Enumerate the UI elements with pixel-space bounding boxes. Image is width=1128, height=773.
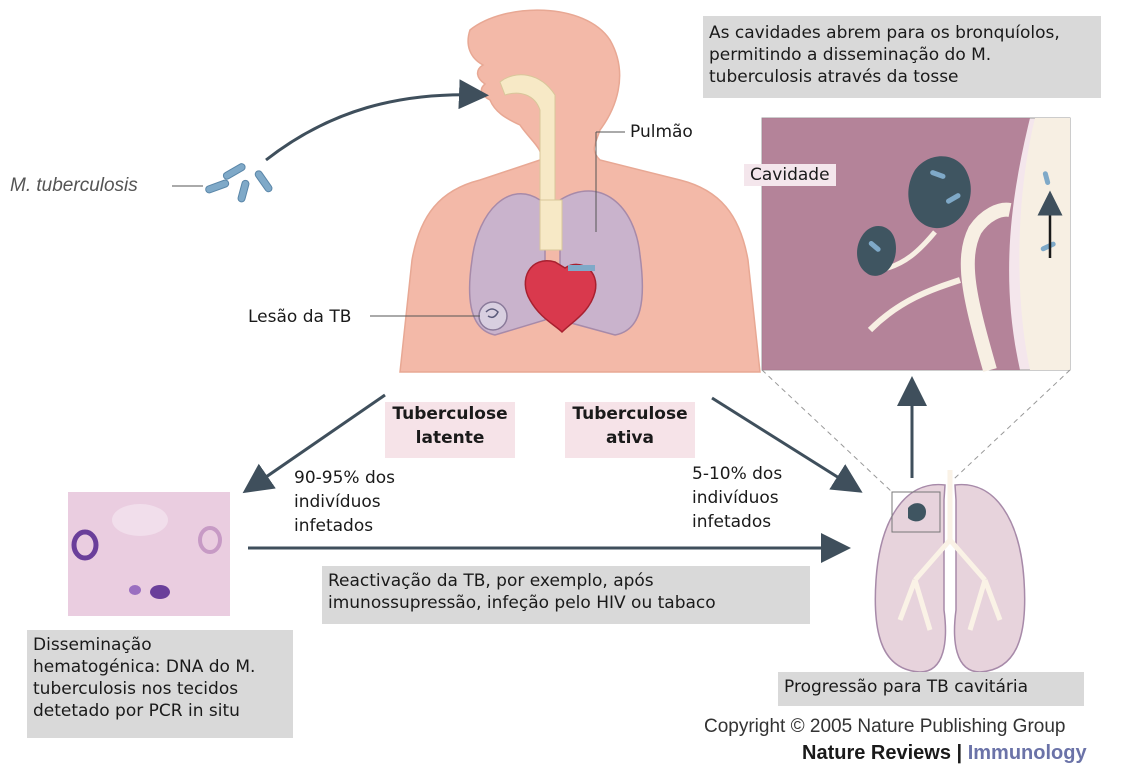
active-tb-label: Tuberculose ativa xyxy=(565,402,695,458)
active-line-2: ativa xyxy=(565,426,695,450)
latent-percentage: 90-95% dos indivíduos infetados xyxy=(294,466,395,538)
journal-section: Immunology xyxy=(968,742,1087,764)
inhalation-arrow xyxy=(266,95,480,160)
cavity-label: Cavidade xyxy=(744,164,836,186)
cavity-caption-line-2: permitindo a disseminação do M. xyxy=(709,44,1095,66)
bacterium-label: M. tuberculosis xyxy=(10,175,138,197)
copyright-text: Copyright © 2005 Nature Publishing Group xyxy=(704,716,1065,738)
cavity-inset xyxy=(762,118,1070,370)
journal-name: Nature Reviews xyxy=(802,742,951,764)
lesion-label: Lesão da TB xyxy=(248,306,351,328)
cavity-caption-line-1: As cavidades abrem para os bronquíolos, xyxy=(709,22,1095,44)
bacteria-cluster xyxy=(205,162,274,202)
cavity-caption-line-3: tuberculosis através da tosse xyxy=(709,66,1095,88)
active-line-1: Tuberculose xyxy=(565,402,695,426)
reactivation-line-2: imunossupressão, infeção pelo HIV ou tab… xyxy=(328,592,804,614)
active-percentage: 5-10% dos indivíduos infetados xyxy=(692,462,782,534)
cavity-caption-box: As cavidades abrem para os bronquíolos, … xyxy=(703,16,1101,98)
progression-label: Progressão para TB cavitária xyxy=(784,676,1078,698)
dissemination-box: Disseminação hematogénica: DNA do M. tub… xyxy=(27,630,293,738)
lung-label: Pulmão xyxy=(630,121,693,143)
reactivation-box: Reactivação da TB, por exemplo, após imu… xyxy=(322,566,810,624)
cavitary-lungs-illustration xyxy=(875,470,1024,672)
latent-line-1: Tuberculose xyxy=(385,402,515,426)
journal-credit: Nature Reviews | Immunology xyxy=(802,742,1087,765)
reactivation-line-1: Reactivação da TB, por exemplo, após xyxy=(328,570,804,592)
latent-line-2: latente xyxy=(385,426,515,450)
progression-box: Progressão para TB cavitária xyxy=(778,672,1084,706)
latent-tb-label: Tuberculose latente xyxy=(385,402,515,458)
tissue-micrograph xyxy=(68,492,230,616)
journal-separator: | xyxy=(957,742,963,764)
